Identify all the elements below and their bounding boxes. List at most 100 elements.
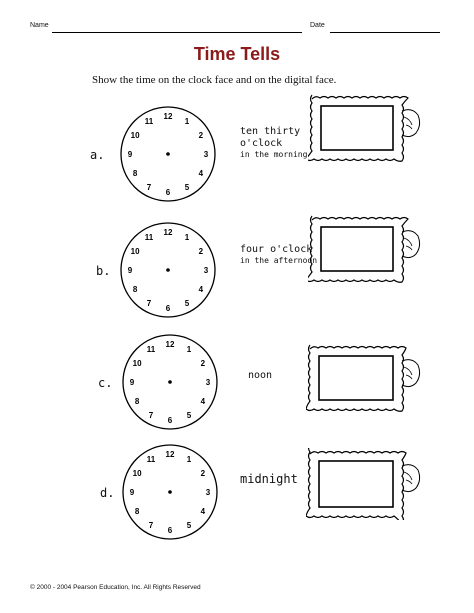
clock-number: 2: [201, 359, 206, 368]
clock-number: 11: [145, 117, 154, 126]
row-letter: d.: [100, 486, 115, 500]
clock-number: 6: [168, 416, 173, 425]
clock-number: 9: [128, 266, 133, 275]
clock-number: 8: [133, 169, 138, 178]
phrase-line: in the morning: [240, 150, 308, 159]
time-phrase: noon: [248, 370, 272, 382]
copyright-footer: © 2000 - 2004 Pearson Education, Inc. Al…: [30, 584, 201, 591]
clock-outline: [120, 222, 216, 318]
frame-flap-detail: [403, 471, 413, 485]
clock-number: 7: [149, 521, 154, 530]
frame-side-flap: [401, 359, 421, 388]
clock-number: 7: [149, 411, 154, 420]
digital-face-frame: [308, 94, 421, 162]
clock-number: 3: [206, 488, 211, 497]
phrase-line: four o'clock: [240, 244, 313, 255]
name-label: Name: [30, 22, 49, 29]
clock-number: 6: [166, 304, 171, 313]
row-letter: c.: [98, 376, 113, 390]
row-letter: b.: [96, 264, 111, 278]
page-title: Time Tells: [193, 44, 281, 64]
date-line: [330, 32, 440, 33]
row-letter: a.: [90, 148, 105, 162]
clock-number: 9: [130, 488, 135, 497]
digital-face-frame: [306, 344, 421, 412]
frame-side-flap: [401, 464, 421, 493]
frame-outer-border: [308, 215, 409, 283]
clock-number: 9: [128, 150, 133, 159]
clock-number: 11: [147, 455, 156, 464]
clock-number: 2: [199, 247, 204, 256]
clock-number: 1: [185, 233, 190, 242]
clock-number: 3: [206, 378, 211, 387]
frame-flap-detail: [403, 366, 413, 380]
clock-number: 6: [166, 188, 171, 197]
clock-number: 7: [147, 299, 152, 308]
frame-side-flap: [401, 109, 421, 138]
clock-center-dot: [166, 268, 170, 272]
date-label: Date: [310, 22, 325, 29]
clock-number: 11: [147, 345, 156, 354]
clock-number: 5: [187, 411, 192, 420]
phrase-line: noon: [248, 370, 273, 381]
frame-flap-detail: [403, 237, 413, 251]
clock-center-dot: [168, 490, 172, 494]
frame-flap-detail: [403, 116, 413, 130]
frame-outer-border: [306, 448, 407, 520]
clock-outline: [122, 334, 218, 430]
clock-number: 5: [187, 521, 192, 530]
clock-number: 5: [185, 183, 190, 192]
clock-number: 8: [135, 397, 140, 406]
clock-number: 12: [166, 340, 175, 349]
frame-outer-border: [308, 94, 409, 162]
clock-number: 12: [164, 112, 173, 121]
clock-number: 4: [201, 397, 206, 406]
clock-number: 2: [199, 131, 204, 140]
instructions: Show the time on the clock face and on t…: [92, 74, 337, 86]
clock-number: 5: [185, 299, 190, 308]
phrase-line: in the afternoon: [240, 256, 318, 265]
clock-face: 12 12 3 45 6 78 9 10 11: [122, 334, 218, 430]
clock-outline: [120, 106, 216, 202]
clock-center-dot: [166, 152, 170, 156]
name-line: [52, 32, 302, 33]
clock-number: 7: [147, 183, 152, 192]
digital-face-frame: [306, 448, 421, 520]
clock-number: 4: [201, 507, 206, 516]
digital-screen: [320, 105, 394, 151]
clock-number: 4: [199, 169, 204, 178]
digital-screen: [318, 355, 394, 401]
clock-number: 2: [201, 469, 206, 478]
clock-face: 12 12 3 45 6 78 9 10 11: [122, 444, 218, 540]
phrase-line: ten thirty: [240, 126, 301, 137]
clock-number: 10: [131, 131, 140, 140]
clock-number: 9: [130, 378, 135, 387]
clock-number: 10: [133, 469, 142, 478]
clock-number: 8: [133, 285, 138, 294]
clock-number: 12: [166, 450, 175, 459]
clock-number: 1: [187, 345, 192, 354]
clock-number: 10: [131, 247, 140, 256]
frame-outer-border: [306, 344, 407, 412]
clock-number: 3: [204, 266, 209, 275]
clock-number: 8: [135, 507, 140, 516]
clock-number: 10: [133, 359, 142, 368]
phrase-line: midnight: [240, 472, 298, 486]
clock-number: 1: [187, 455, 192, 464]
digital-screen: [320, 226, 394, 272]
clock-number: 1: [185, 117, 190, 126]
clock-number: 4: [199, 285, 204, 294]
clock-number: 11: [145, 233, 154, 242]
time-phrase: four o'clock in the afternoon: [240, 244, 317, 266]
clock-face: 12 12 3 45 6 78 9 10 11: [120, 106, 216, 202]
clock-center-dot: [168, 380, 172, 384]
clock-number: 6: [168, 526, 173, 535]
clock-outline: [122, 444, 218, 540]
clock-number: 12: [164, 228, 173, 237]
clock-face: 12 12 3 45 6 78 9 10 11: [120, 222, 216, 318]
time-phrase: midnight: [240, 472, 298, 486]
clock-number: 3: [204, 150, 209, 159]
digital-face-frame: [308, 215, 421, 283]
phrase-line: o'clock: [240, 138, 283, 149]
time-phrase: ten thirty o'clock in the morning: [240, 126, 307, 160]
